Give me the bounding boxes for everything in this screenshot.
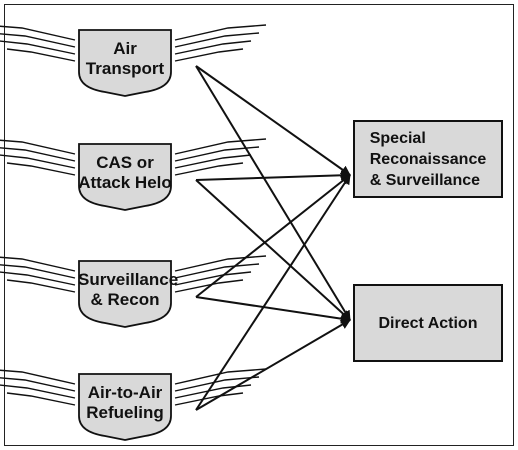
wing-stripe	[174, 162, 244, 176]
wing-stripe	[174, 368, 267, 385]
edge-cas-attack-helo-to-direct-action	[195, 179, 351, 321]
edge-surveillance-recon-to-direct-action	[195, 296, 351, 324]
wing-stripe	[0, 369, 76, 385]
target-label-direct-action: Direct Action	[378, 314, 478, 332]
wing-stripe	[174, 138, 267, 155]
target-box-special-recon: Special Reconaissance & Surveillance	[353, 120, 503, 198]
wing-stripe	[6, 392, 76, 406]
source-label-surveillance-recon: Surveillance & Recon	[78, 270, 179, 309]
wing-stripe	[174, 263, 260, 279]
wing-stripe	[0, 377, 76, 392]
wing-stripe	[174, 376, 260, 392]
wing-stripe	[0, 264, 76, 279]
wing-badge-air-transport	[0, 24, 267, 97]
wing-stripe	[6, 162, 76, 176]
wing-badge-shield	[78, 373, 172, 441]
wing-stripe	[0, 154, 76, 169]
wing-stripe	[174, 255, 267, 272]
wing-stripe	[174, 146, 260, 162]
wing-badge-shield	[78, 29, 172, 97]
wing-badge-shield	[78, 143, 172, 211]
wing-badge-cas-attack-helo	[0, 138, 267, 211]
target-box-direct-action: Direct Action	[353, 284, 503, 362]
wing-stripe	[0, 271, 76, 286]
wing-stripe	[174, 154, 252, 169]
target-label-special-recon: Special Reconaissance & Surveillance	[369, 129, 487, 189]
wing-stripe	[0, 256, 76, 272]
wing-stripe	[174, 279, 244, 293]
wing-stripe	[0, 25, 76, 41]
wing-stripe	[0, 33, 76, 48]
source-label-air-to-air-refueling: Air-to-Air Refueling	[86, 383, 164, 422]
wing-stripe	[174, 32, 260, 48]
edge-cas-attack-helo-to-special-recon	[195, 170, 351, 181]
wing-stripe	[6, 279, 76, 293]
wing-stripe	[6, 48, 76, 62]
wing-stripe	[0, 139, 76, 155]
wing-stripe	[174, 24, 267, 41]
wing-badge-surveillance-recon	[0, 255, 267, 328]
edge-air-to-air-refueling-to-direct-action	[195, 319, 351, 411]
wing-stripe	[174, 40, 252, 55]
wing-stripe	[174, 384, 252, 399]
wing-stripe	[174, 48, 244, 62]
edge-surveillance-recon-to-special-recon	[195, 174, 351, 298]
wing-stripe	[0, 40, 76, 55]
wing-stripe	[0, 147, 76, 162]
edge-air-transport-to-direct-action	[195, 65, 351, 321]
wing-stripe	[0, 384, 76, 399]
wing-badge-shield	[78, 260, 172, 328]
edge-air-to-air-refueling-to-special-recon	[195, 174, 351, 411]
source-label-cas-attack-helo: CAS or Attack Helo	[78, 153, 172, 192]
wing-badge-air-to-air-refueling	[0, 368, 267, 441]
edge-air-transport-to-special-recon	[195, 65, 351, 176]
source-label-air-transport: Air Transport	[85, 39, 165, 78]
